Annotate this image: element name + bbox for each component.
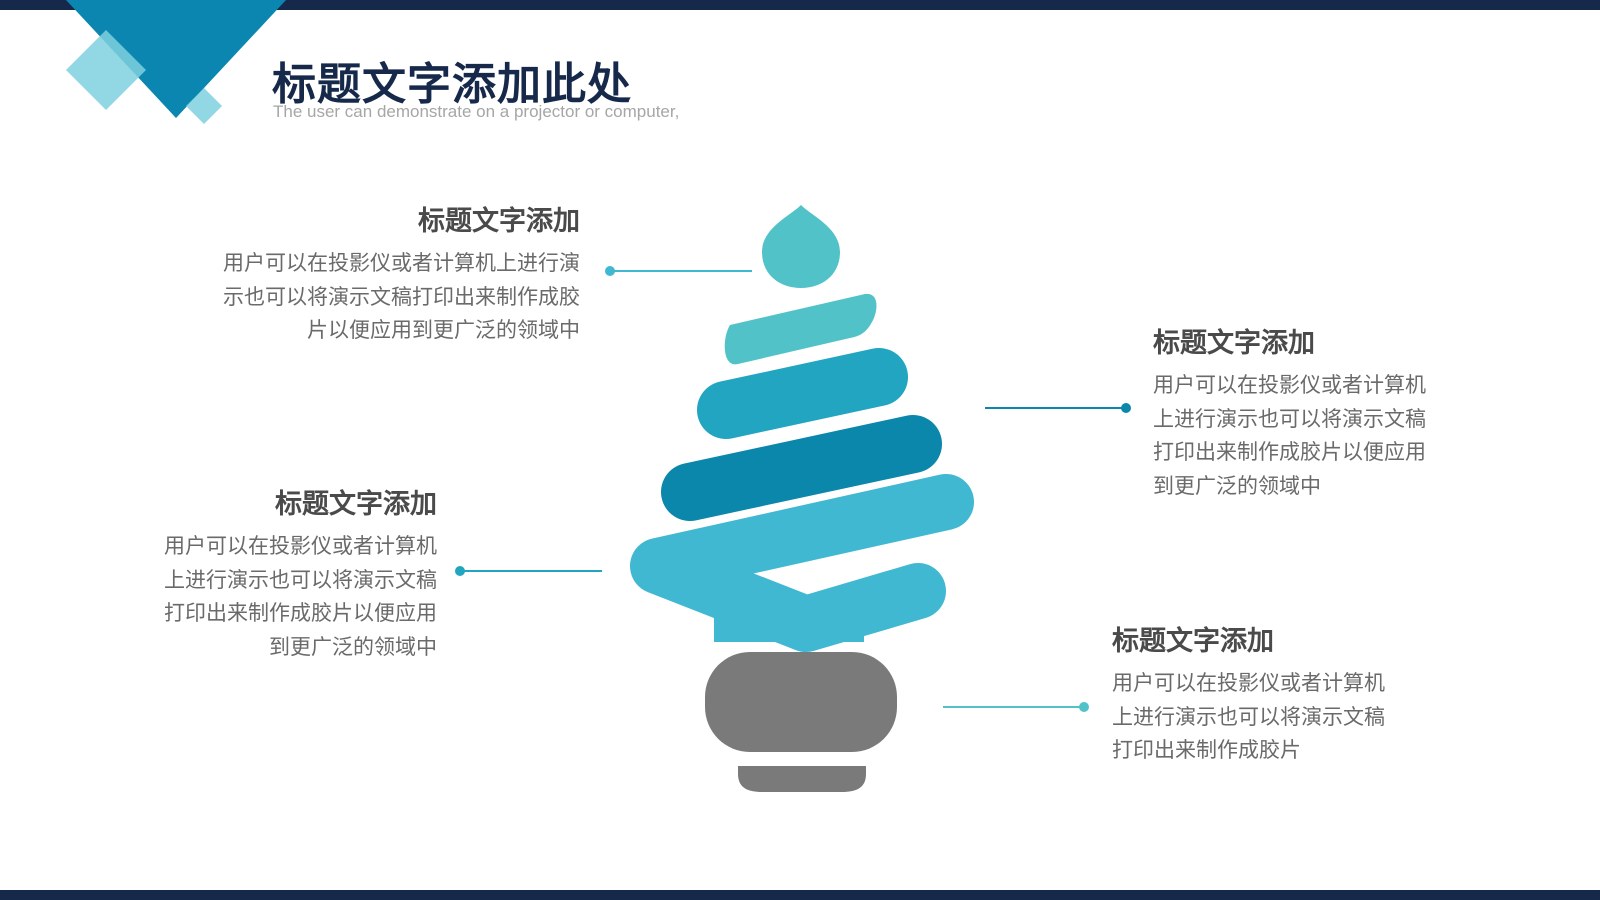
header-diamond-decoration <box>66 0 286 124</box>
info-line: 片以便应用到更广泛的领域中 <box>307 318 580 342</box>
bulb-stripe-2 <box>697 348 908 439</box>
info-line: 上进行演示也可以将演示文稿 <box>1112 704 1385 729</box>
info-line: 打印出来制作成胶片以便应用 <box>164 601 437 625</box>
bulb-neck <box>714 618 864 642</box>
connector-dot-1 <box>605 266 615 276</box>
connector-line-1 <box>612 270 752 272</box>
connector-line-3 <box>462 570 602 572</box>
info-block-heading: 标题文字添加 <box>1153 328 1315 359</box>
connector-dot-3 <box>455 566 465 576</box>
info-block-3: 标题文字添加 用户可以在投影仪或者计算机 上进行演示也可以将演示文稿 打印出来制… <box>95 488 437 664</box>
info-line: 示也可以将演示文稿打印出来制作成胶 <box>223 284 580 309</box>
info-block-4: 标题文字添加 用户可以在投影仪或者计算机 上进行演示也可以将演示文稿 打印出来制… <box>1112 625 1452 768</box>
info-block-1: 标题文字添加 用户可以在投影仪或者计算机上进行演 示也可以将演示文稿打印出来制作… <box>150 205 580 348</box>
info-block-heading: 标题文字添加 <box>1112 626 1274 657</box>
bulb-drop <box>762 205 840 288</box>
page-title: 标题文字添加此处 <box>272 59 632 110</box>
info-line: 打印出来制作成胶片以便应用 <box>1153 440 1426 464</box>
top-bar <box>0 0 1600 10</box>
connector-line-4 <box>943 706 1083 708</box>
info-line: 用户可以在投影仪或者计算机 <box>1153 373 1426 397</box>
bulb-tip <box>738 766 866 792</box>
info-line: 用户可以在投影仪或者计算机 <box>164 534 437 558</box>
info-block-text: 用户可以在投影仪或者计算机 上进行演示也可以将演示文稿 打印出来制作成胶片 <box>1112 667 1452 768</box>
bulb-stripe-1 <box>724 293 877 365</box>
info-block-heading: 标题文字添加 <box>418 206 580 237</box>
info-line: 上进行演示也可以将演示文稿 <box>1153 406 1426 431</box>
info-block-heading: 标题文字添加 <box>275 489 437 520</box>
info-block-text: 用户可以在投影仪或者计算机 上进行演示也可以将演示文稿 打印出来制作成胶片以便应… <box>1153 369 1493 503</box>
connector-dot-2 <box>1121 403 1131 413</box>
info-line: 到更广泛的领域中 <box>269 634 437 659</box>
info-block-text: 用户可以在投影仪或者计算机 上进行演示也可以将演示文稿 打印出来制作成胶片以便应… <box>95 530 437 664</box>
page-subtitle: The user can demonstrate on a projector … <box>273 102 680 121</box>
connector-line-2 <box>985 407 1125 409</box>
bulb-base <box>705 652 897 752</box>
connector-dot-4 <box>1079 702 1089 712</box>
info-line: 到更广泛的领域中 <box>1153 473 1321 498</box>
info-line: 用户可以在投影仪或者计算机上进行演 <box>223 251 580 275</box>
bottom-bar <box>0 890 1600 900</box>
info-block-2: 标题文字添加 用户可以在投影仪或者计算机 上进行演示也可以将演示文稿 打印出来制… <box>1153 327 1493 503</box>
info-line: 用户可以在投影仪或者计算机 <box>1112 671 1385 695</box>
bulb-stripe-3 <box>661 415 942 521</box>
info-block-text: 用户可以在投影仪或者计算机上进行演 示也可以将演示文稿打印出来制作成胶 片以便应… <box>150 247 580 348</box>
info-line: 上进行演示也可以将演示文稿 <box>164 567 437 592</box>
info-line: 打印出来制作成胶片 <box>1112 738 1301 762</box>
bulb-coil <box>630 474 974 652</box>
